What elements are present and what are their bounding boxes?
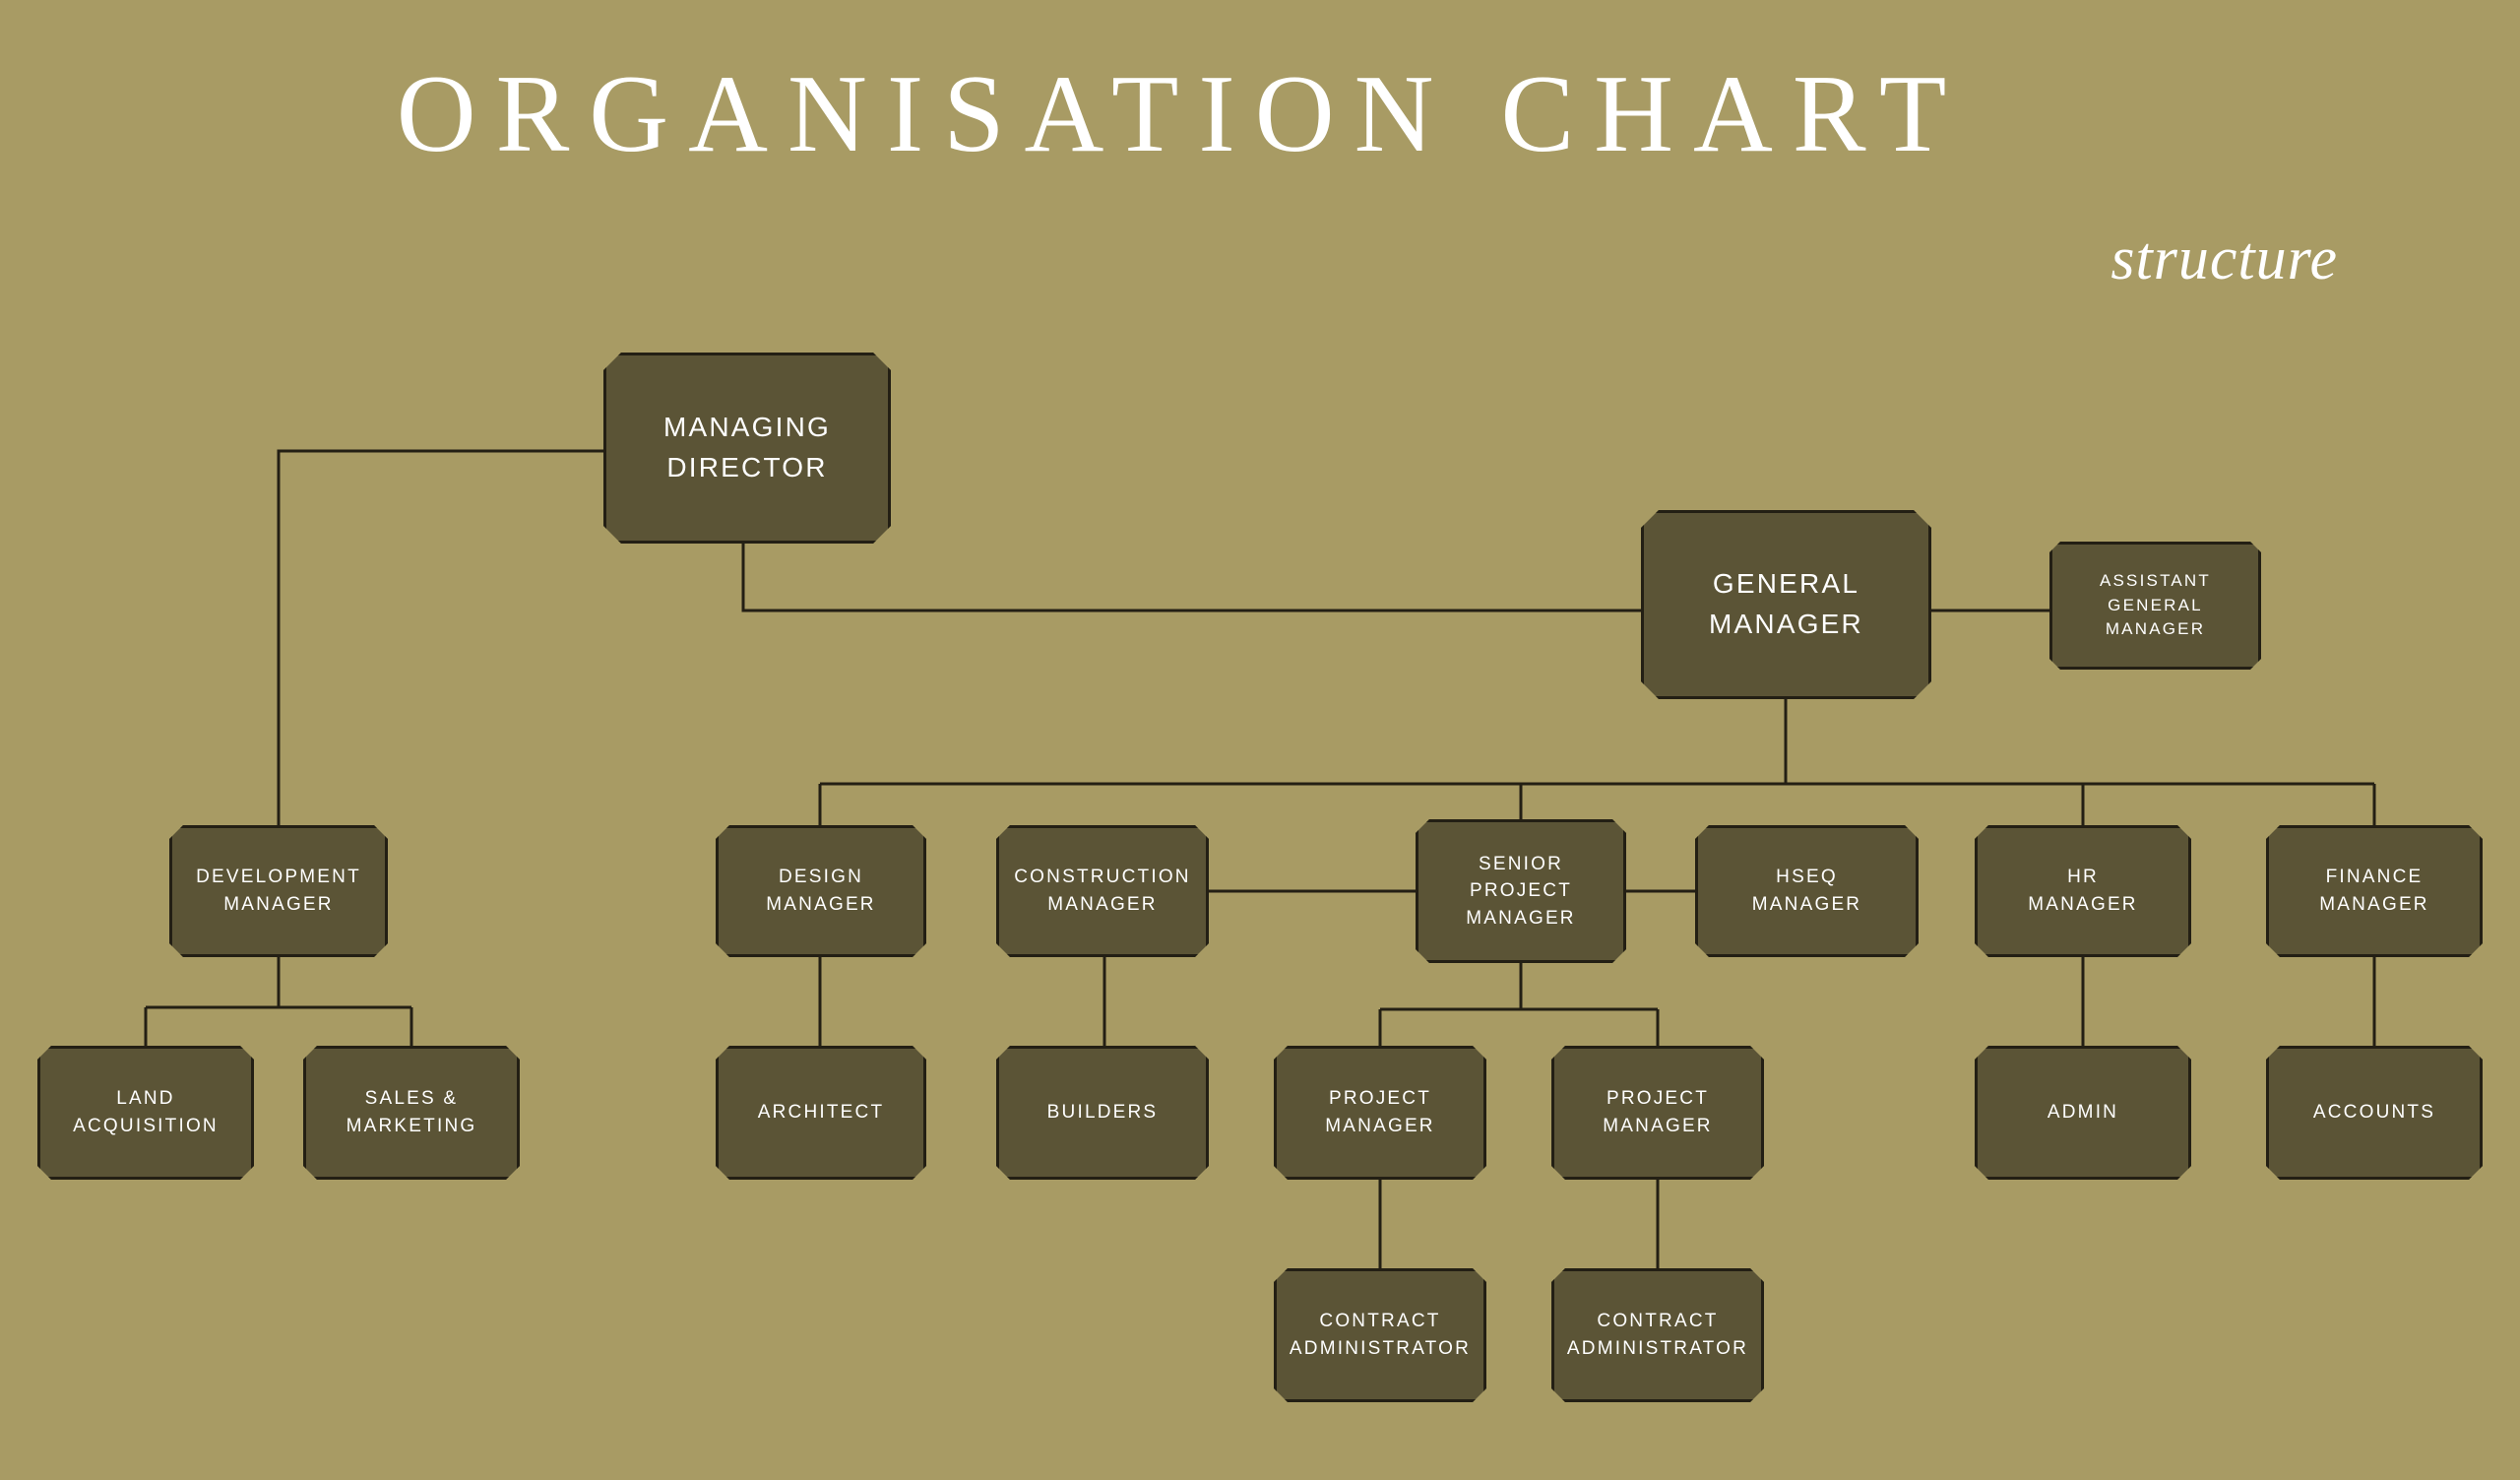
- node-label: ADMIN: [2047, 1102, 2119, 1124]
- node-sales-marketing[interactable]: SALES &MARKETING: [303, 1046, 520, 1180]
- node-label: SALES &MARKETING: [346, 1088, 477, 1136]
- node-admin[interactable]: ADMIN: [1975, 1046, 2191, 1180]
- page-title: ORGANISATION CHART: [396, 53, 1967, 175]
- node-label: ACCOUNTS: [2312, 1102, 2436, 1124]
- node-label: BUILDERS: [1046, 1102, 1159, 1124]
- node-builders[interactable]: BUILDERS: [996, 1046, 1209, 1180]
- page-subtitle: structure: [2110, 225, 2338, 292]
- node-accounts[interactable]: ACCOUNTS: [2266, 1046, 2483, 1180]
- node-label: ARCHITECT: [757, 1102, 885, 1124]
- node-architect[interactable]: ARCHITECT: [716, 1046, 926, 1180]
